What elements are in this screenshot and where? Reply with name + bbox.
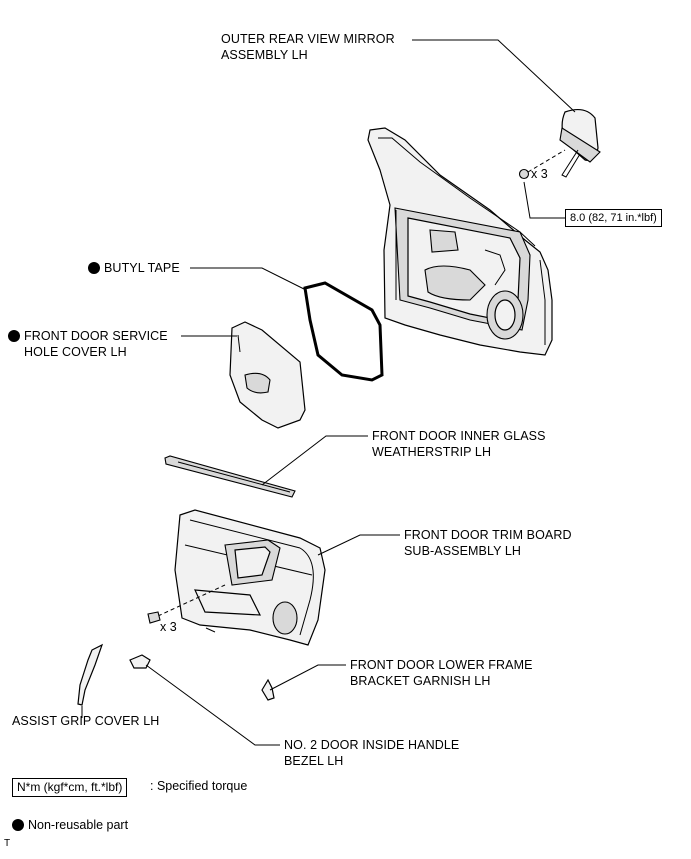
trim-board-line2: SUB-ASSEMBLY LH: [404, 544, 522, 558]
trim-board-label: FRONT DOOR TRIM BOARD SUB-ASSEMBLY LH: [404, 527, 572, 559]
lower-garnish-label: FRONT DOOR LOWER FRAME BRACKET GARNISH L…: [350, 657, 533, 689]
service-hole-cover-illustration: [229, 321, 306, 429]
torque-legend-text: : Specified torque: [150, 779, 248, 793]
service-cover-line2: HOLE COVER LH: [24, 345, 127, 359]
mirror-nut-quantity: x 3: [531, 167, 548, 181]
corner-mark: T: [4, 838, 11, 849]
mirror-torque-box: 8.0 (82, 71 in.*lbf): [565, 209, 662, 227]
non-reusable-legend: Non-reusable part: [12, 818, 128, 832]
lower-garnish-line2: BRACKET GARNISH LH: [350, 674, 491, 688]
glass-weatherstrip-label: FRONT DOOR INNER GLASS WEATHERSTRIP LH: [372, 428, 546, 460]
trim-board-illustration: [147, 509, 326, 646]
assist-grip-cover-illustration: [77, 643, 104, 706]
handle-bezel-illustration: [129, 654, 151, 669]
door-shell-illustration: [367, 127, 553, 356]
mirror-illustration: [518, 108, 601, 219]
lower-garnish-illustration: [261, 678, 275, 701]
mirror-label-line1: OUTER REAR VIEW MIRROR: [221, 32, 395, 46]
handle-bezel-label: NO. 2 DOOR INSIDE HANDLE BEZEL LH: [284, 737, 459, 769]
handle-bezel-line2: BEZEL LH: [284, 754, 344, 768]
mirror-label: OUTER REAR VIEW MIRROR ASSEMBLY LH: [221, 31, 395, 63]
leader-lines: [81, 39, 576, 746]
butyl-tape-label: BUTYL TAPE: [88, 260, 180, 276]
assist-grip-label: ASSIST GRIP COVER LH: [12, 714, 160, 728]
non-reusable-legend-text: Non-reusable part: [28, 818, 129, 832]
trim-board-line1: FRONT DOOR TRIM BOARD: [404, 528, 572, 542]
mirror-label-line2: ASSEMBLY LH: [221, 48, 308, 62]
non-reusable-icon: [8, 330, 20, 342]
handle-bezel-line1: NO. 2 DOOR INSIDE HANDLE: [284, 738, 460, 752]
glass-weatherstrip-line1: FRONT DOOR INNER GLASS: [372, 429, 546, 443]
glass-weatherstrip-line2: WEATHERSTRIP LH: [372, 445, 492, 459]
lower-garnish-line1: FRONT DOOR LOWER FRAME: [350, 658, 533, 672]
butyl-tape-illustration: [303, 281, 384, 382]
butyl-tape-text: BUTYL TAPE: [104, 261, 180, 275]
service-cover-line1: FRONT DOOR SERVICE: [24, 329, 168, 343]
service-cover-label: FRONT DOOR SERVICE HOLE COVER LH: [8, 328, 168, 360]
non-reusable-icon: [12, 819, 24, 831]
glass-weatherstrip-illustration: [164, 455, 296, 498]
torque-unit-box: N*m (kgf*cm, ft.*lbf): [12, 778, 128, 797]
non-reusable-icon: [88, 262, 100, 274]
trim-screw-quantity: x 3: [160, 620, 177, 634]
